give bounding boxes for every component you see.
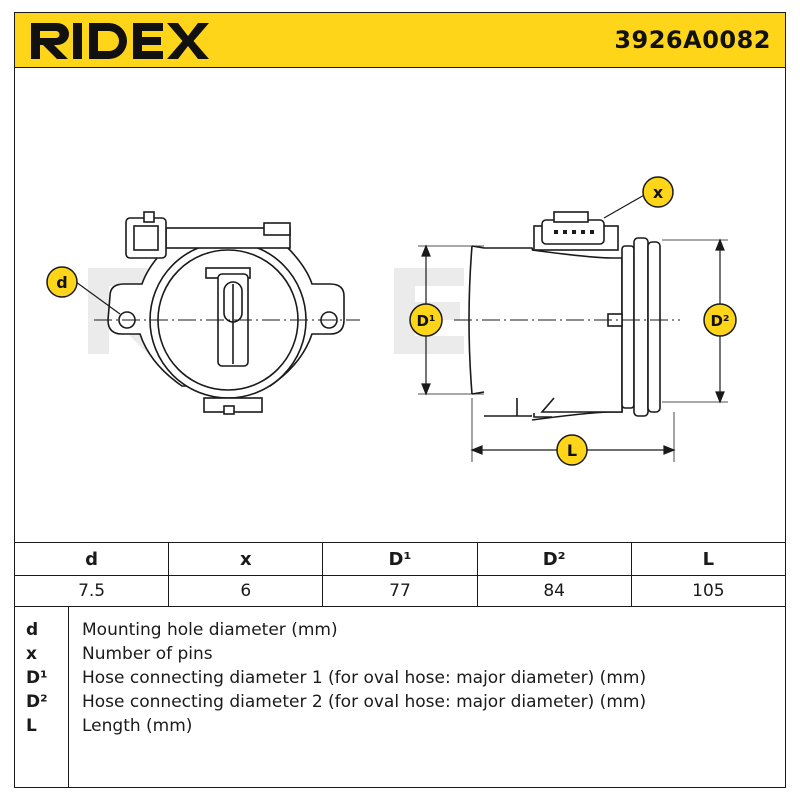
callout-l-label: L — [567, 441, 577, 460]
callout-l: L — [556, 434, 588, 466]
legend-description: Hose connecting diameter 2 (for oval hos… — [82, 692, 647, 712]
specs-value-d2: 84 — [476, 575, 632, 607]
specs-header-row: d x D¹ D² L — [13, 542, 787, 576]
side-view — [454, 193, 680, 421]
legend-symbol: D² — [26, 692, 48, 712]
legend-description: Length (mm) — [82, 716, 193, 736]
legend-description: Number of pins — [82, 644, 213, 664]
callout-x: x — [642, 176, 674, 208]
specs-value-row: 7.5 6 77 84 105 — [13, 575, 787, 607]
part-number: 3926A0082 — [614, 26, 771, 54]
specs-value-d: 7.5 — [13, 575, 170, 607]
specs-header-x: x — [168, 542, 324, 576]
specs-value-d1: 77 — [322, 575, 478, 607]
specs-header-d: d — [13, 542, 170, 576]
technical-drawing: d x D¹ D² L — [46, 176, 737, 466]
front-view — [75, 211, 360, 415]
legend-symbol: x — [26, 644, 37, 664]
specs-value-x: 6 — [168, 575, 324, 607]
callout-d2: D² — [703, 303, 737, 337]
legend-description: Hose connecting diameter 1 (for oval hos… — [82, 668, 647, 688]
specs-header-d2: D² — [476, 542, 632, 576]
legend-description: Mounting hole diameter (mm) — [82, 620, 338, 640]
specs-header-d1: D¹ — [322, 542, 478, 576]
legend-symbol: D¹ — [26, 668, 48, 688]
callout-d1-label: D¹ — [416, 312, 435, 330]
specs-value-l: 105 — [630, 575, 787, 607]
callout-x-label: x — [653, 183, 664, 202]
legend-symbol: d — [26, 620, 39, 640]
callout-d1: D¹ — [409, 303, 443, 337]
callout-d2-label: D² — [710, 312, 729, 330]
legend-divider — [68, 606, 69, 788]
callout-d: d — [46, 266, 78, 298]
header-bar: 3926A0082 — [14, 12, 786, 68]
legend-symbol: L — [26, 716, 37, 736]
specs-header-l: L — [630, 542, 787, 576]
ridex-logo — [31, 23, 209, 59]
legend: d Mounting hole diameter (mm) x Number o… — [14, 606, 786, 788]
callout-d-label: d — [56, 273, 67, 292]
specs-table: d x D¹ D² L 7.5 6 77 84 105 — [13, 542, 787, 607]
